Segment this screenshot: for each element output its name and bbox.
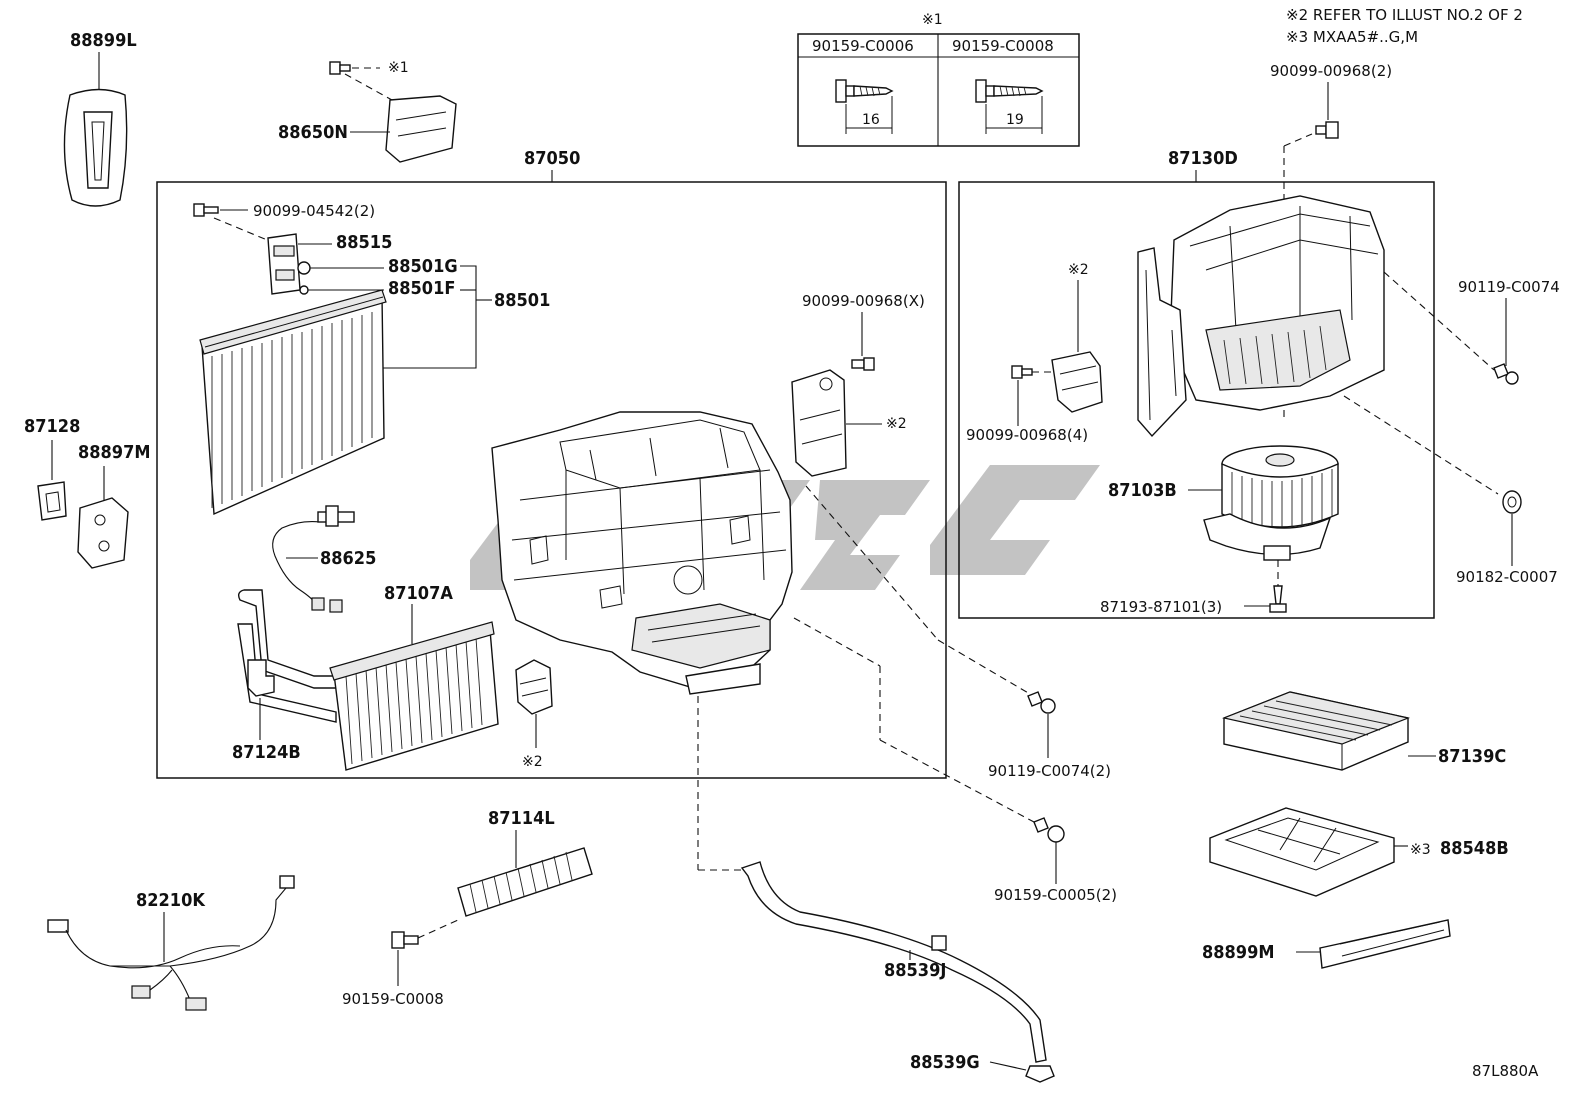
label-90182-C0007: 90182-C0007 — [1456, 568, 1558, 586]
part-88897M: 88897M — [77, 442, 150, 569]
harness-82210K: 82210K — [47, 875, 295, 1011]
sensor-88625: 88625 — [272, 505, 376, 613]
part-88515: 88515 — [267, 232, 392, 295]
hvac-housing-87050 — [491, 411, 793, 695]
bolt-90119-C0074-2: 90119-C0074(2) — [988, 691, 1111, 780]
cover-88899M: 88899M — [1202, 919, 1451, 969]
clip-88539G: 88539G — [910, 1052, 1055, 1083]
label-88515: 88515 — [336, 232, 392, 253]
label-88897M: 88897M — [78, 442, 150, 463]
actuator-ref2: 90099-00968(X) ※2 — [791, 292, 925, 477]
bolt-90159-C0008: 90159-C0008 — [342, 919, 459, 1008]
label-88625: 88625 — [320, 548, 376, 569]
label-87124B: 87124B — [232, 742, 301, 763]
assembly-box-87130D — [958, 181, 1435, 619]
label-90099-00968-4: 90099-00968(4) — [966, 426, 1088, 444]
bolt-90159-C0005: 90159-C0005(2) — [994, 817, 1117, 904]
evaporator-88501 — [199, 289, 387, 516]
label-88539G: 88539G — [910, 1052, 980, 1073]
part-88501G: 88501G — [297, 256, 458, 277]
bolt-90099-00968-4: 90099-00968(4) — [966, 365, 1088, 444]
blower-housing-87130D — [1137, 195, 1385, 438]
actuator-ref2-87130D: ※2 — [1051, 262, 1103, 413]
ref-88650N: ※1 — [388, 60, 409, 76]
label-90119-C0074-2: 90119-C0074(2) — [988, 762, 1111, 780]
label-87193-87101: 87193-87101(3) — [1100, 598, 1222, 616]
ref2-actuator-b: ※2 — [522, 754, 543, 770]
label-90119-C0074: 90119-C0074 — [1458, 278, 1560, 296]
bolt-90119-C0074: 90119-C0074 — [1383, 271, 1560, 385]
drain-hose-88539J: 88539J — [740, 861, 1047, 1063]
assembly-box-87050 — [156, 181, 947, 779]
label-87103B: 87103B — [1108, 480, 1177, 501]
label-88539J: 88539J — [884, 960, 946, 981]
filter-87139C: 87139C — [1221, 691, 1506, 771]
label-90099-00968-2: 90099-00968(2) — [1270, 62, 1392, 80]
screw-length-16: 16 — [862, 112, 880, 128]
label-87130D: 87130D — [1168, 148, 1238, 169]
ref2-actuator-a: ※2 — [886, 416, 907, 432]
actuator-ref2-bottom: ※2 — [515, 659, 553, 770]
screw-length-19: 19 — [1006, 112, 1024, 128]
part-88650N: ※1 88650N — [278, 60, 457, 163]
screw-19-icon: 19 — [975, 79, 1044, 134]
bolt-90099-04542: 90099-04542(2) — [193, 202, 375, 243]
screw-87193-87101: 87193-87101(3) — [1100, 560, 1287, 616]
label-82210K: 82210K — [136, 890, 206, 911]
label-87114L: 87114L — [488, 808, 555, 829]
label-87128: 87128 — [24, 416, 80, 437]
screw-16-icon: 16 — [835, 79, 894, 134]
ref2-actuator-c: ※2 — [1068, 262, 1089, 278]
screw-table: ※1 90159-C0006 90159-C0008 16 19 — [797, 12, 1080, 147]
label-88501G: 88501G — [388, 256, 458, 277]
screw-table-col2: 90159-C0008 — [952, 37, 1054, 55]
label-88899M: 88899M — [1202, 942, 1274, 963]
label-87107A: 87107A — [384, 583, 453, 604]
part-88501F: 88501F — [299, 278, 455, 299]
note-3: ※3 MXAA5#..G,M — [1286, 28, 1418, 46]
label-90099-00968X: 90099-00968(X) — [802, 292, 925, 310]
part-87114L: 87114L — [457, 808, 593, 917]
label-90159-C0005: 90159-C0005(2) — [994, 886, 1117, 904]
screw-table-col1: 90159-C0006 — [812, 37, 914, 55]
clamp-87124B: 87124B — [232, 659, 301, 763]
diagram-id: 87L880A — [1472, 1062, 1539, 1080]
note-2: ※2 REFER TO ILLUST NO.2 OF 2 — [1286, 6, 1523, 24]
label-88899L: 88899L — [70, 30, 137, 51]
filter-case-88548B: ※3 88548B — [1209, 807, 1509, 897]
clip-90182-C0007: 90182-C0007 — [1343, 395, 1558, 586]
ref3-88548B: ※3 — [1410, 842, 1431, 858]
blower-motor-87103B: 87103B — [1108, 445, 1339, 561]
label-88650N: 88650N — [278, 122, 348, 143]
label-90159-C0008: 90159-C0008 — [342, 990, 444, 1008]
bolt-icon — [329, 61, 351, 75]
label-87050: 87050 — [524, 148, 580, 169]
label-87139C: 87139C — [1438, 746, 1506, 767]
label-88501: 88501 — [494, 290, 550, 311]
label-90099-04542: 90099-04542(2) — [253, 202, 375, 220]
part-87128: 87128 — [24, 416, 80, 521]
screw-table-mark: ※1 — [922, 12, 943, 28]
label-88548B: 88548B — [1440, 838, 1509, 859]
label-88501F: 88501F — [388, 278, 455, 299]
part-88899L: 88899L — [63, 30, 137, 207]
